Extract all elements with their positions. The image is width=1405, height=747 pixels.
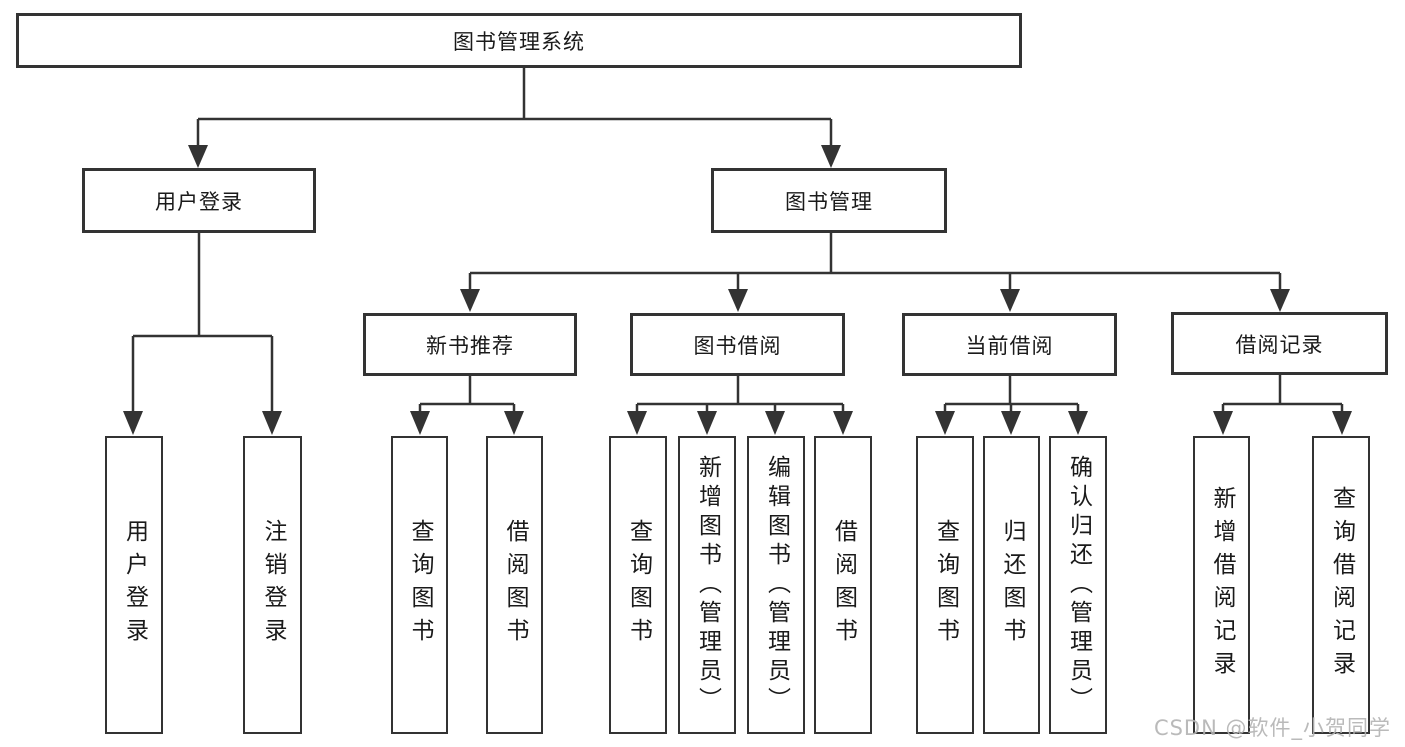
connector-book-management-split [468, 233, 1282, 291]
leaf-recommend-query-books: 查询图书 [391, 436, 448, 734]
leaf-recommend-borrow-books: 借阅图书 [486, 436, 543, 734]
leaf-borrowing-borrow-books: 借阅图书 [814, 436, 872, 734]
node-new-book-recommendation: 新书推荐 [363, 313, 577, 376]
csdn-watermark: CSDN @软件_小贺同学 [1153, 716, 1391, 740]
connector-root-split [196, 68, 833, 147]
leaf-records-query-record: 查询借阅记录 [1312, 436, 1370, 734]
node-library-management-system: 图书管理系统 [16, 13, 1022, 68]
connector-lines [131, 68, 1344, 413]
leaf-logout: 注销登录 [243, 436, 302, 734]
leaf-current-confirm-return-admin: 确认归还（管理员） [1049, 436, 1107, 734]
leaf-records-add-record: 新增借阅记录 [1193, 436, 1250, 734]
connector-arrowheads [123, 145, 1352, 435]
node-current-borrowing: 当前借阅 [902, 313, 1117, 376]
connector-new-book-split [418, 376, 516, 413]
connector-borrow-records-split [1221, 375, 1344, 413]
node-book-borrowing: 图书借阅 [630, 313, 845, 376]
connector-current-borrow-split [943, 376, 1080, 413]
leaf-current-return-books: 归还图书 [983, 436, 1040, 734]
leaf-borrowing-add-books-admin: 新增图书（管理员） [678, 436, 736, 734]
connector-book-borrow-split [635, 376, 845, 413]
node-user-login: 用户登录 [82, 168, 316, 233]
leaf-borrowing-query-books: 查询图书 [609, 436, 667, 734]
connector-user-login-split [131, 233, 274, 413]
leaf-user-login: 用户登录 [105, 436, 163, 734]
leaf-current-query-books: 查询图书 [916, 436, 974, 734]
node-book-management: 图书管理 [711, 168, 947, 233]
node-borrowing-records: 借阅记录 [1171, 312, 1388, 375]
leaf-borrowing-edit-books-admin: 编辑图书（管理员） [747, 436, 805, 734]
